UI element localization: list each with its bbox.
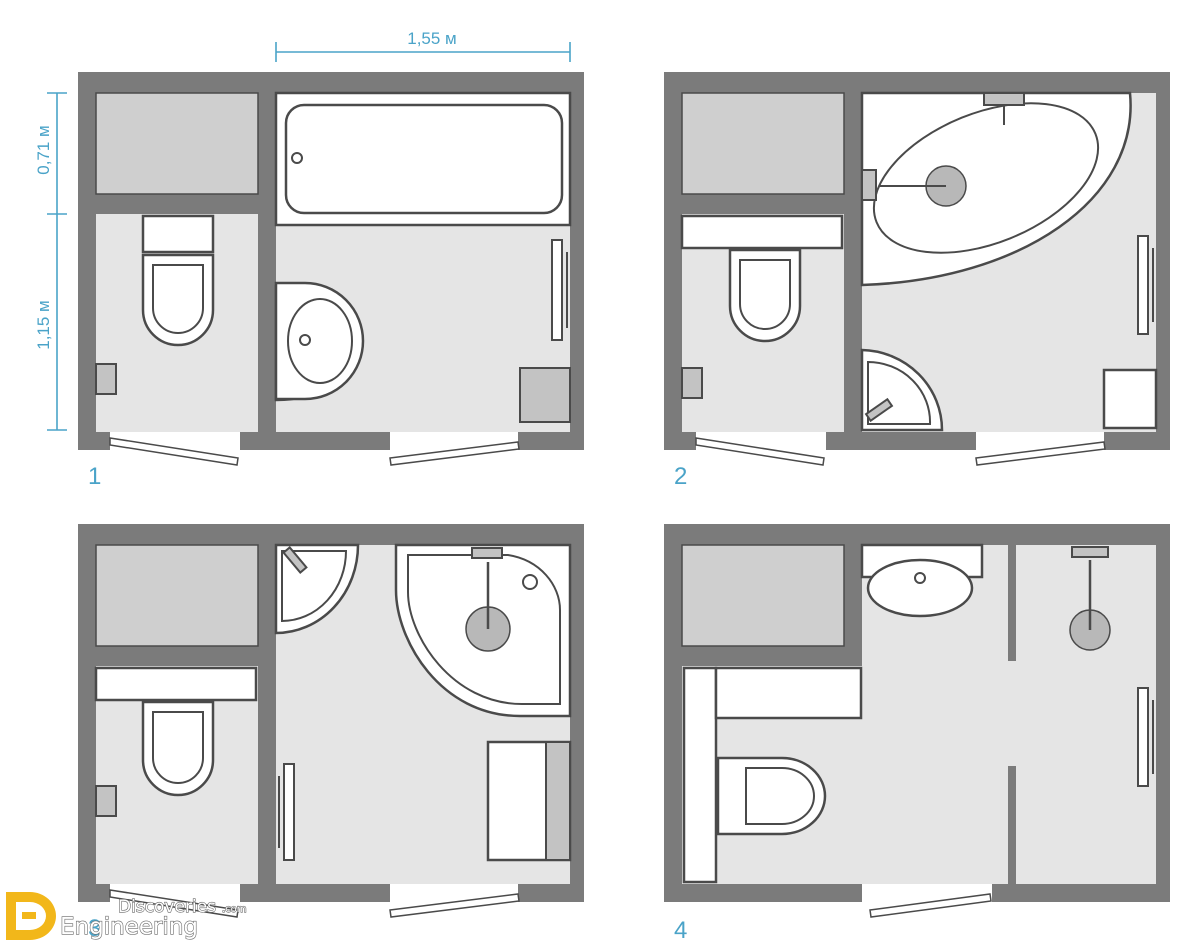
top-height-dimension-label: 0,71 м [34, 125, 53, 175]
plan-3-toilet-counter [94, 666, 258, 702]
plan-4-towel-rail [1137, 687, 1149, 787]
plan-2-sink-faucet [864, 397, 894, 423]
plan-4-shower-partition-bottom [1008, 766, 1016, 884]
plan-1-number: 1 [88, 463, 101, 490]
plan-4-shower-partition-top [1008, 545, 1016, 661]
plan-1-toilet-door [109, 437, 239, 466]
plan-3: 3 [78, 524, 584, 942]
plan-3-storage-cabinet [95, 544, 259, 647]
bottom-height-dimension-label: 1,15 м [34, 300, 53, 350]
plan-2-storage-cabinet [681, 92, 845, 195]
plan-1-towel-rail [551, 239, 563, 341]
plan-1-bathtub [284, 103, 564, 215]
plan-3-toilet-door [109, 889, 239, 918]
plan-3-shower-faucet [471, 547, 503, 559]
plan-1-bath-door [389, 441, 520, 466]
watermark-logo: Discoveries .com Engineering [6, 892, 247, 941]
plan-3-toilet-shelf [95, 785, 117, 817]
watermark-line1: Discoveries [118, 897, 216, 917]
logo-d-icon [6, 892, 56, 940]
plan-1: 1 [78, 72, 584, 490]
plan-2-towel-rail [1137, 235, 1149, 335]
plan-3-number: 3 [88, 915, 101, 942]
watermark-suffix: .com [222, 904, 247, 915]
plan-4-side-counter [682, 666, 718, 884]
plan-4-bath-door [869, 893, 992, 918]
plan-1-washing-machine [519, 367, 571, 423]
plan-2-number: 2 [674, 463, 687, 490]
watermark-line2: Engineering [60, 914, 198, 940]
plan-3-bath-door [389, 893, 520, 918]
plan-3-towel-rail [283, 763, 295, 861]
plan-1-bathtub-drain [291, 152, 303, 164]
plan-4-sink [866, 558, 974, 618]
plan-2-bath-door [975, 441, 1106, 466]
dimension-lines: 1,55 м 0,71 м 1,15 м [34, 29, 571, 431]
plan-2-washing-machine [1102, 368, 1158, 430]
width-dimension-label: 1,55 м [407, 29, 457, 48]
plan-4-top-counter [714, 666, 863, 720]
plan-2-toilet-shelf [681, 367, 703, 399]
plan-1-toilet-tank [141, 214, 215, 254]
plan-2-toilet-counter [680, 214, 844, 250]
plan-1-storage-cabinet [95, 92, 259, 195]
plan-1-toilet-shelf [95, 363, 117, 395]
plan-2-toilet-door [695, 437, 825, 466]
plan-3-sink-faucet [282, 546, 308, 574]
plan-2: 2 [664, 72, 1170, 490]
plan-2-faucet [983, 92, 1025, 106]
plan-4-storage-cabinet [681, 544, 845, 647]
plan-4-shower-faucet [1071, 546, 1109, 558]
plan-4: 4 [664, 524, 1170, 944]
plan-4-number: 4 [674, 917, 687, 944]
